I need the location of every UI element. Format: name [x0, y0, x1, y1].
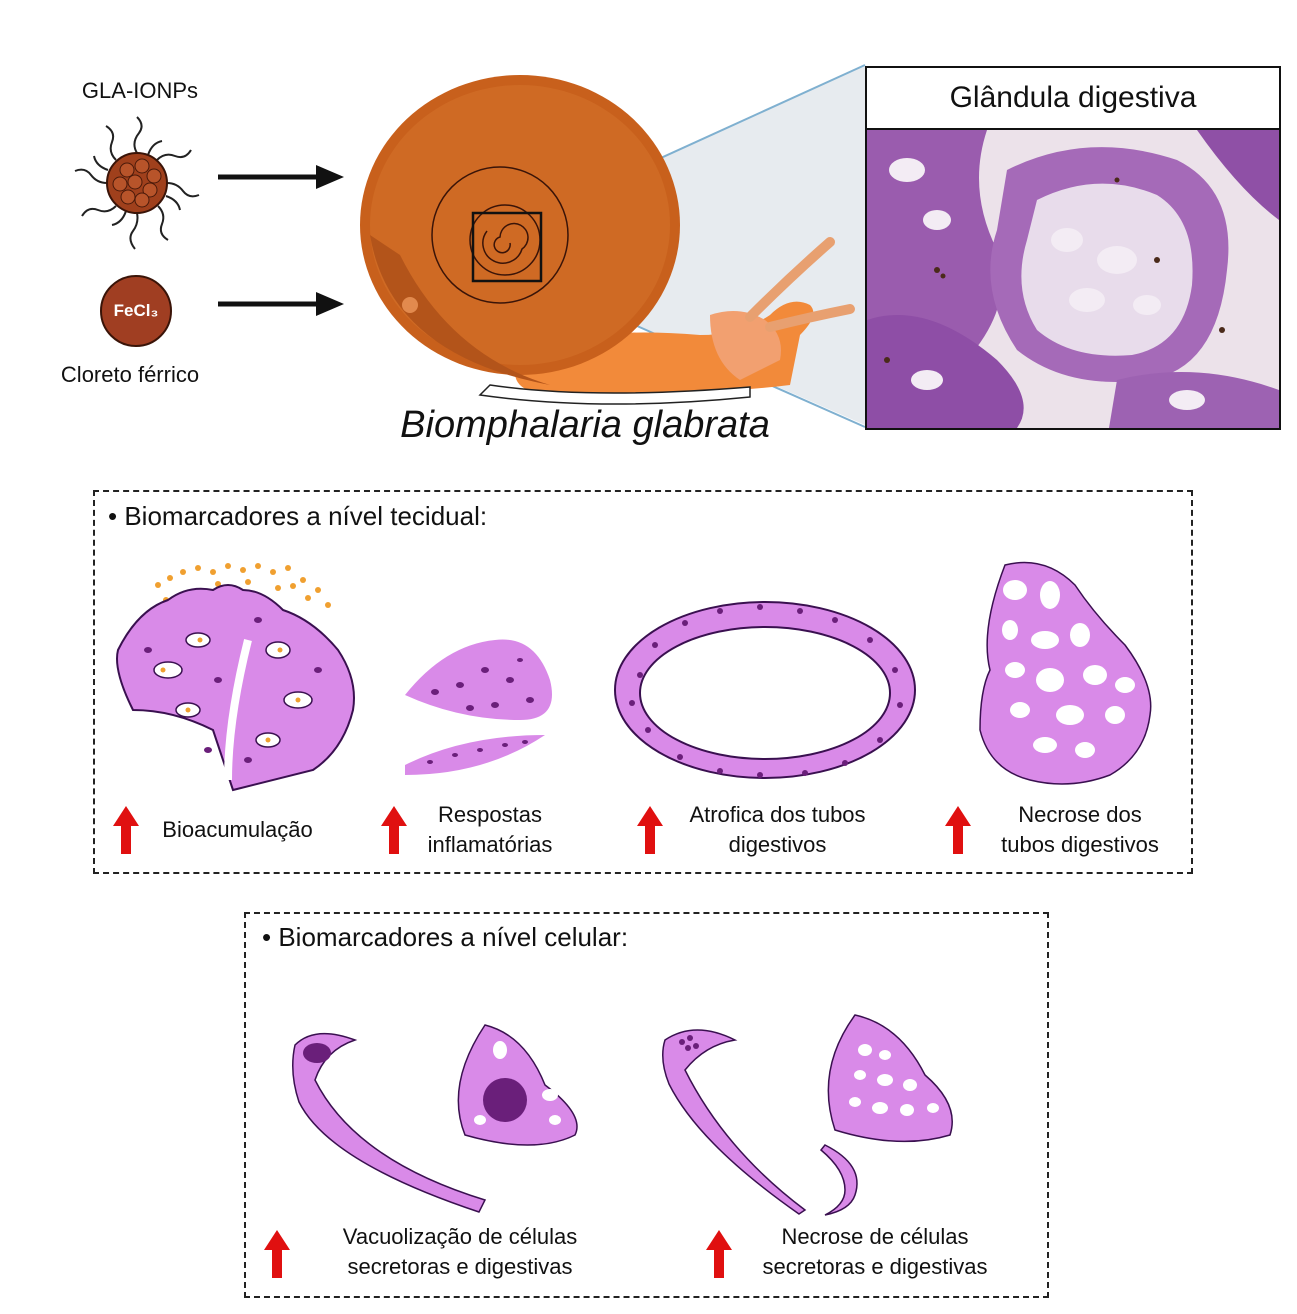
cellular-label-2-line1: Necrose de células — [781, 1224, 969, 1249]
increase-arrow-icon — [637, 806, 663, 854]
bullet-icon: • — [262, 922, 279, 952]
tissue-label-2-line1: Respostas — [438, 802, 542, 827]
inflammatory-tissue — [405, 639, 552, 775]
increase-arrow-icon — [945, 806, 971, 854]
tissue-label-3-line2: digestivos — [728, 832, 827, 857]
bioaccumulation-tissue — [116, 563, 355, 792]
fecl3-badge-text: FeCl₃ — [113, 301, 159, 320]
tissue-label-4-line1: Necrose dos — [1018, 802, 1142, 827]
histology-micrograph — [867, 130, 1279, 428]
cellular-label-2-line2: secretoras e digestivas — [762, 1254, 988, 1279]
tissue-label-4-line2: tubos digestivos — [1001, 832, 1159, 857]
necrotic-secretory-cell — [662, 1029, 858, 1216]
exposure-arrow-top — [218, 165, 344, 189]
exposure-arrow-bottom — [218, 292, 344, 316]
tissue-label-4: Necrose dos tubos digestivos — [975, 800, 1185, 860]
increase-arrow-icon — [264, 1230, 290, 1278]
vacuolated-secretory-cell — [292, 1032, 487, 1213]
cellular-label-1: Vacuolização de células secretoras e dig… — [305, 1222, 615, 1282]
cellular-label-2: Necrose de células secretoras e digestiv… — [730, 1222, 1020, 1282]
tissue-label-2: Respostas inflamatórias — [405, 800, 575, 860]
increase-arrow-icon — [381, 806, 407, 854]
tissue-biomarkers-box — [93, 490, 1193, 874]
nanoparticle-label: GLA-IONPs — [81, 78, 199, 103]
tissue-label-2-line2: inflamatórias — [427, 832, 553, 857]
cellular-heading-text: Biomarcadores a nível celular: — [278, 922, 629, 952]
cellular-label-1-line2: secretoras e digestivas — [347, 1254, 573, 1279]
tissue-label-1: Bioacumulação — [140, 815, 335, 845]
fecl3-badge: FeCl₃ — [100, 275, 172, 347]
nanoparticle-icon — [74, 116, 200, 250]
necrotic-tubule — [979, 561, 1152, 785]
increase-arrow-icon — [113, 806, 139, 854]
cellular-label-1-line1: Vacuolização de células — [342, 1224, 578, 1249]
vacuolated-digestive-cell — [457, 1024, 578, 1146]
tissue-label-3-line1: Atrofica dos tubos — [689, 802, 866, 827]
histology-panel: Glândula digestiva — [865, 66, 1281, 430]
cellular-biomarkers-box — [244, 912, 1049, 1298]
necrotic-digestive-cell — [827, 1014, 953, 1143]
bullet-icon: • — [108, 501, 125, 531]
tissue-label-3: Atrofica dos tubos digestivos — [665, 800, 890, 860]
tissue-heading: • Biomarcadores a nível tecidual: — [108, 501, 487, 532]
tissue-heading-text: Biomarcadores a nível tecidual: — [124, 501, 488, 531]
snail-illustration — [360, 64, 866, 428]
tissue-label-1-line1: Bioacumulação — [162, 817, 313, 842]
increase-arrow-icon — [706, 1230, 732, 1278]
fecl3-label: Cloreto férrico — [60, 362, 200, 387]
atrophied-tubule — [614, 601, 916, 779]
cellular-heading: • Biomarcadores a nível celular: — [262, 922, 628, 953]
species-name: Biomphalaria glabrata — [400, 404, 770, 446]
panel-title: Glândula digestiva — [867, 68, 1279, 130]
